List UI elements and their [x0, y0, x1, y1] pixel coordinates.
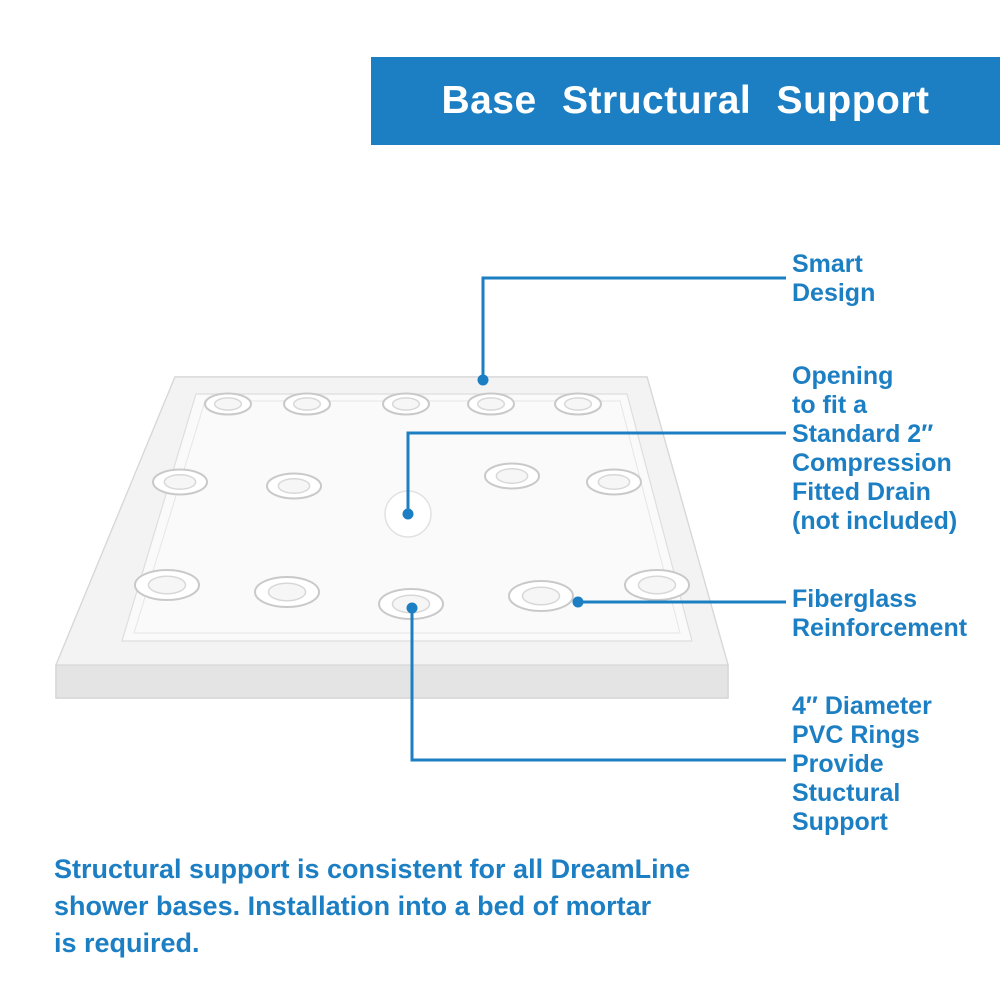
- pvc-ring: [624, 569, 690, 601]
- ring-inner: [495, 468, 529, 484]
- ring-inner: [391, 397, 421, 411]
- pvc-ring: [283, 392, 331, 416]
- ring-inner: [213, 397, 243, 411]
- callout-label-smart-design: Smart Design: [792, 250, 876, 307]
- title-banner: Base Structural Support: [371, 57, 1000, 145]
- pvc-ring: [266, 472, 322, 500]
- pvc-ring: [204, 392, 252, 416]
- pvc-ring: [467, 392, 515, 416]
- ring-inner: [521, 586, 561, 606]
- ring-inner: [267, 582, 307, 602]
- callout-line-pvc-rings: [410, 608, 786, 762]
- ring-inner: [147, 575, 187, 595]
- callout-line-smart-design: [481, 276, 786, 380]
- footer-note: Structural support is consistent for all…: [54, 854, 691, 958]
- ring-inner: [637, 575, 677, 595]
- callout-dot-pvc-rings: [406, 602, 418, 614]
- callout-line-drain-opening: [406, 431, 786, 514]
- callout-dot-drain-opening: [402, 508, 414, 520]
- ring-inner: [476, 397, 506, 411]
- pvc-ring: [382, 392, 430, 416]
- pvc-ring: [484, 462, 540, 490]
- pvc-ring: [254, 576, 320, 608]
- ring-inner: [163, 474, 197, 490]
- ring-inner: [597, 474, 631, 490]
- ring-inner: [563, 397, 593, 411]
- ring-inner: [292, 397, 322, 411]
- pvc-ring: [134, 569, 200, 601]
- pvc-ring: [152, 468, 208, 496]
- page-title: Base Structural Support: [441, 79, 930, 122]
- callout-label-fiberglass: Fiberglass Reinforcement: [792, 585, 968, 642]
- pvc-ring: [554, 392, 602, 416]
- ring-inner: [277, 478, 311, 494]
- shower-base-illustration: [55, 376, 729, 699]
- callout-connectors: [402, 276, 786, 762]
- callout-dot-fiberglass: [572, 596, 584, 608]
- callout-dot-smart-design: [477, 374, 489, 386]
- pvc-ring: [586, 468, 642, 496]
- shower-base-front-edge: [55, 664, 729, 699]
- pvc-ring: [508, 580, 574, 612]
- pvc-rings-group: [134, 392, 690, 620]
- callout-label-pvc-rings: 4″ Diameter PVC Rings Provide Stuctural …: [792, 692, 932, 836]
- callout-label-drain-opening: Opening to fit a Standard 2″ Compression…: [792, 362, 958, 535]
